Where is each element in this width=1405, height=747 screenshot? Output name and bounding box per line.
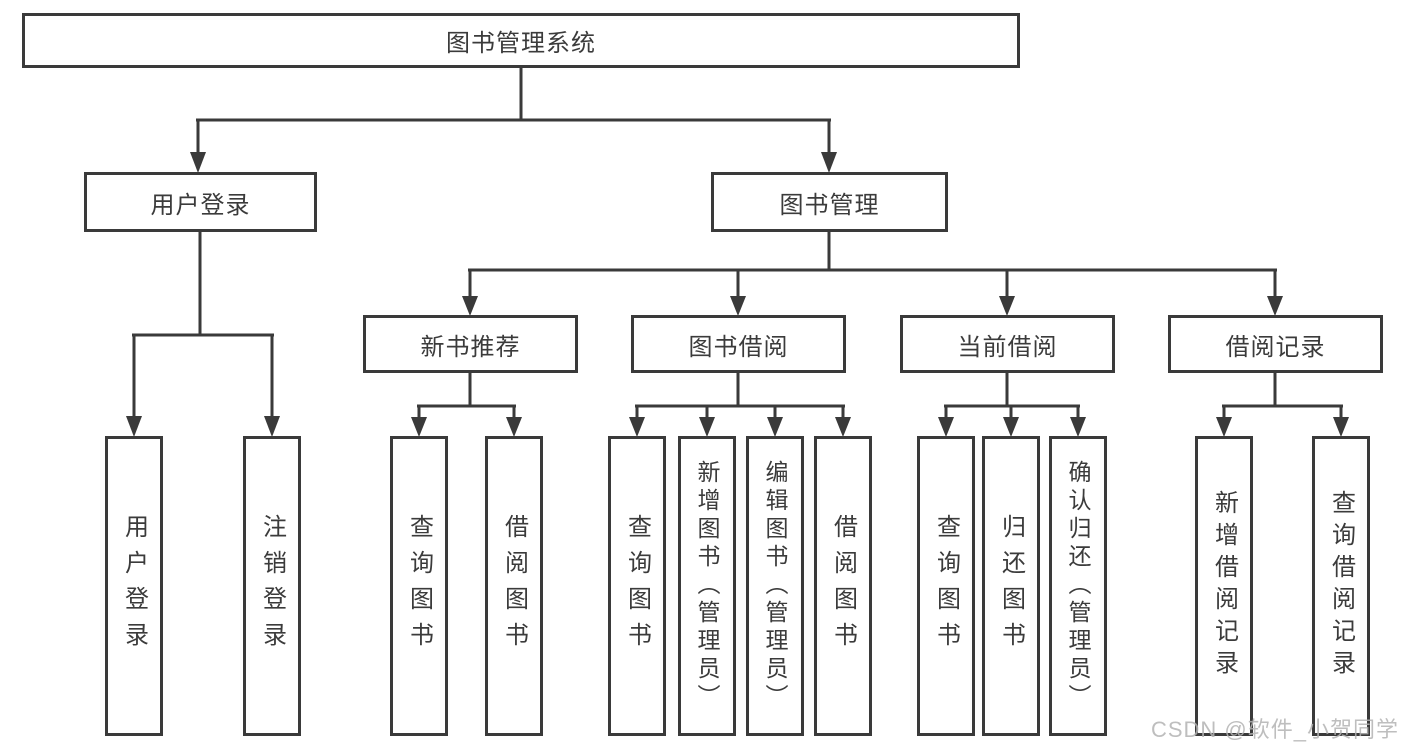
leaf-user-login: 用户登录 — [105, 436, 163, 736]
node-label: 注销登录 — [258, 514, 286, 658]
node-new-book-recommendation: 新书推荐 — [363, 315, 578, 373]
leaf-borrow-books: 借阅图书 — [814, 436, 872, 736]
leaf-query-books-new: 查询图书 — [390, 436, 448, 736]
connector-book-borrow-to-leaves — [629, 373, 851, 437]
node-label: 借阅图书 — [829, 514, 857, 658]
connector-new-book-to-leaves — [411, 373, 522, 437]
csdn-watermark: CSDN @软件_小贺同学 — [1150, 717, 1399, 742]
node-user-login: 用户登录 — [84, 172, 317, 232]
connector-current-borrow-to-leaves — [938, 373, 1086, 437]
node-label: 图书管理系统 — [446, 30, 596, 57]
connector-root-to-level2 — [190, 68, 837, 173]
node-current-borrowing: 当前借阅 — [900, 315, 1115, 373]
node-label: 图书管理 — [779, 191, 880, 219]
node-label: 查询图书 — [405, 514, 433, 658]
leaf-borrow-books-new: 借阅图书 — [485, 436, 543, 736]
node-label: 查询借阅记录 — [1327, 490, 1355, 682]
node-label: 用户登录 — [120, 514, 148, 658]
leaf-query-books-current: 查询图书 — [917, 436, 975, 736]
node-label: 确认归还（管理员） — [1065, 460, 1091, 712]
connector-user-login-to-leaves — [126, 232, 280, 437]
node-label: 查询图书 — [623, 514, 651, 658]
leaf-add-books-admin: 新增图书（管理员） — [678, 436, 736, 736]
node-label: 借阅图书 — [500, 514, 528, 658]
leaf-edit-books-admin: 编辑图书（管理员） — [746, 436, 804, 736]
node-borrowing-records: 借阅记录 — [1168, 315, 1383, 373]
leaf-query-books-borrow: 查询图书 — [608, 436, 666, 736]
node-label: 新增图书（管理员） — [694, 460, 720, 712]
leaf-return-books: 归还图书 — [982, 436, 1040, 736]
node-label: 用户登录 — [150, 191, 251, 219]
connector-borrow-record-to-leaves — [1216, 373, 1349, 437]
node-label: 新增借阅记录 — [1210, 490, 1238, 682]
node-label: 归还图书 — [997, 514, 1025, 658]
leaf-add-borrow-record: 新增借阅记录 — [1195, 436, 1253, 736]
node-label: 编辑图书（管理员） — [762, 460, 788, 712]
node-label: 借阅记录 — [1225, 333, 1326, 361]
node-book-management: 图书管理 — [711, 172, 948, 232]
leaf-logout: 注销登录 — [243, 436, 301, 736]
node-book-borrowing: 图书借阅 — [631, 315, 846, 373]
node-label: 当前借阅 — [957, 333, 1058, 361]
connector-book-mgmt-to-level3 — [462, 232, 1283, 316]
node-label: 查询图书 — [932, 514, 960, 658]
node-library-management-system: 图书管理系统 — [22, 13, 1020, 68]
node-label: 图书借阅 — [688, 333, 789, 361]
leaf-confirm-return-admin: 确认归还（管理员） — [1049, 436, 1107, 736]
leaf-query-borrow-record: 查询借阅记录 — [1312, 436, 1370, 736]
node-label: 新书推荐 — [420, 333, 521, 361]
